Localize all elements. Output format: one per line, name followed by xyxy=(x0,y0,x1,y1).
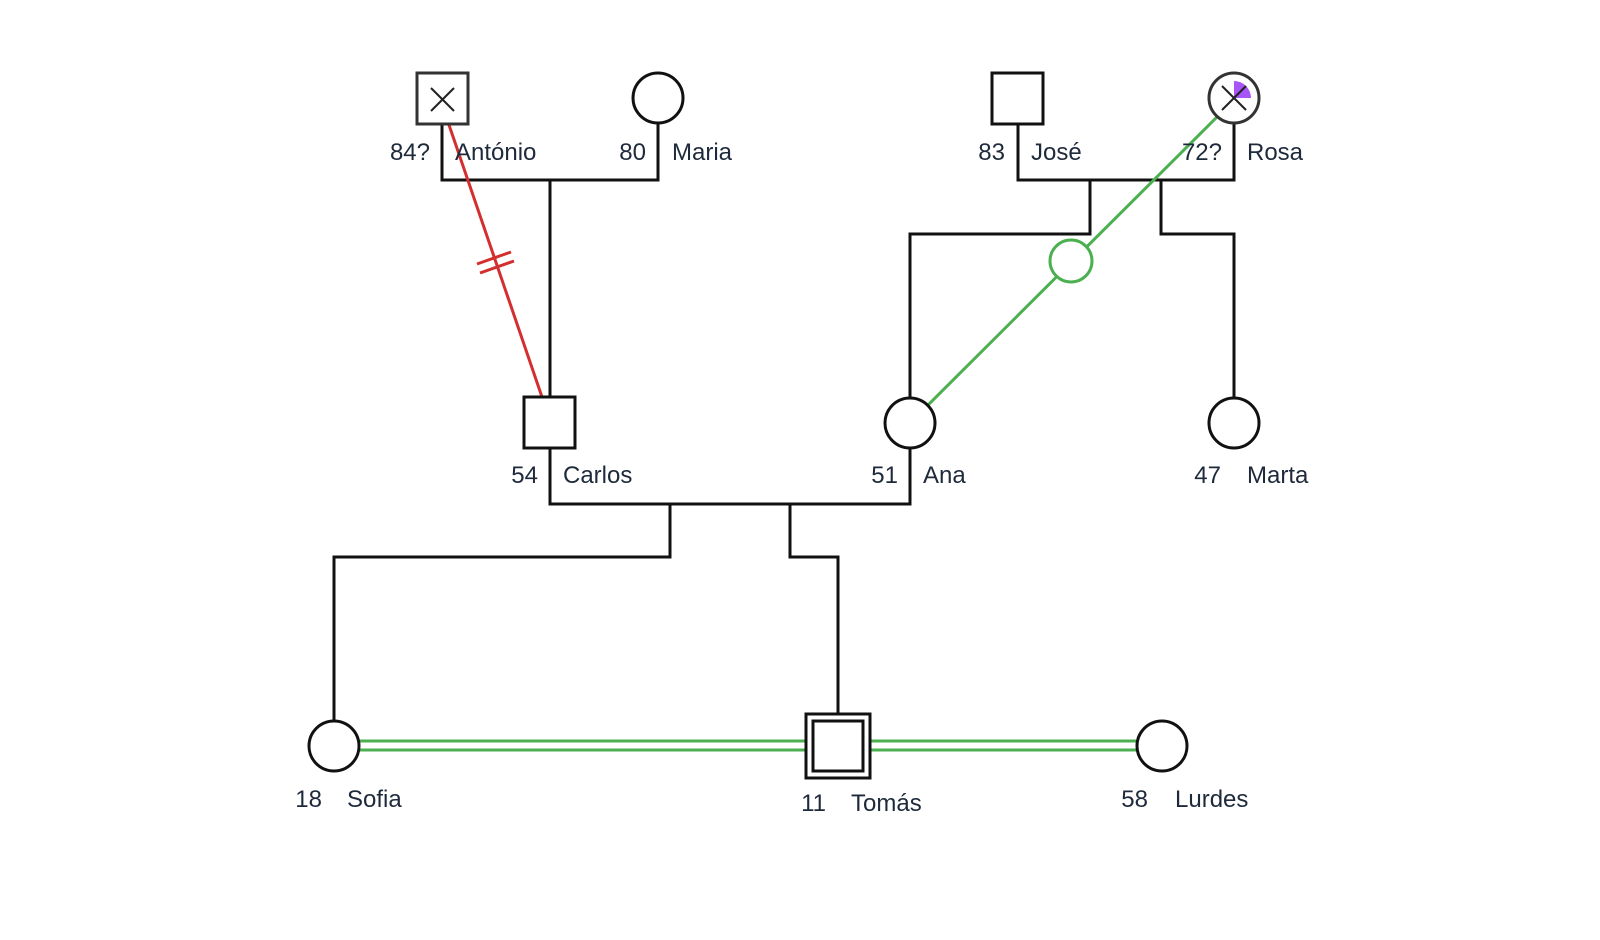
person-age: 11 xyxy=(801,790,826,817)
person-name: Marta xyxy=(1247,462,1309,489)
person-name: Maria xyxy=(672,139,733,166)
person-rosa[interactable]: 72? Rosa xyxy=(1182,71,1304,166)
close-relationship-sofia-tomas[interactable] xyxy=(360,739,806,752)
family-lines xyxy=(332,124,1236,720)
person-name: Sofia xyxy=(347,786,402,813)
child-line-marta xyxy=(1159,180,1236,397)
person-age: 51 xyxy=(871,462,898,489)
person-marta[interactable]: 47 Marta xyxy=(1194,396,1309,489)
person-age: 54 xyxy=(511,462,538,489)
relationship-lines xyxy=(360,114,1220,752)
person-age: 84? xyxy=(390,139,430,166)
person-name: Rosa xyxy=(1247,139,1304,166)
male-square-icon xyxy=(990,71,1045,126)
person-name: Tomás xyxy=(851,790,922,817)
person-name: Ana xyxy=(923,462,966,489)
male-square-icon xyxy=(811,719,865,773)
cutoff-mark-2 xyxy=(479,259,515,275)
male-square-icon xyxy=(522,395,577,450)
close-relationship-tomas-lurdes[interactable] xyxy=(870,739,1136,752)
cutoff-relationship-antonio-carlos[interactable] xyxy=(446,121,544,398)
female-circle-icon xyxy=(1207,396,1261,450)
child-line-sofia xyxy=(332,504,672,720)
female-circle-icon xyxy=(883,396,937,450)
person-jose[interactable]: 83 José xyxy=(978,71,1082,166)
relationship-marker-circle xyxy=(1048,238,1094,284)
person-lurdes[interactable]: 58 Lurdes xyxy=(1121,719,1248,813)
person-age: 80 xyxy=(619,139,646,166)
child-line-tomas xyxy=(788,504,840,714)
person-name: José xyxy=(1031,139,1082,166)
person-name: Lurdes xyxy=(1175,786,1248,813)
person-age: 47 xyxy=(1194,462,1221,489)
couple-line-jose-rosa xyxy=(1016,124,1236,182)
person-age: 72? xyxy=(1182,139,1222,166)
person-name: António xyxy=(455,139,536,166)
people: 84? António 80 Maria 83 José 72? Rosa 5 xyxy=(295,71,1309,817)
child-line-ana xyxy=(908,180,1092,397)
person-age: 83 xyxy=(978,139,1005,166)
cutoff-mark-1 xyxy=(476,250,512,266)
couple-line-carlos-ana xyxy=(548,449,912,506)
person-ana[interactable]: 51 Ana xyxy=(871,396,966,489)
close-relationship-rosa-ana[interactable] xyxy=(926,114,1220,407)
person-antonio[interactable]: 84? António xyxy=(390,71,536,166)
female-circle-icon xyxy=(1135,719,1189,773)
person-age: 18 xyxy=(295,786,322,813)
person-maria[interactable]: 80 Maria xyxy=(619,71,733,166)
female-circle-icon xyxy=(307,719,361,773)
person-tomas[interactable]: 11 Tomás xyxy=(801,712,922,817)
female-circle-icon xyxy=(631,71,685,125)
person-name: Carlos xyxy=(563,462,632,489)
person-age: 58 xyxy=(1121,786,1148,813)
person-carlos[interactable]: 54 Carlos xyxy=(511,395,632,489)
person-sofia[interactable]: 18 Sofia xyxy=(295,719,402,813)
